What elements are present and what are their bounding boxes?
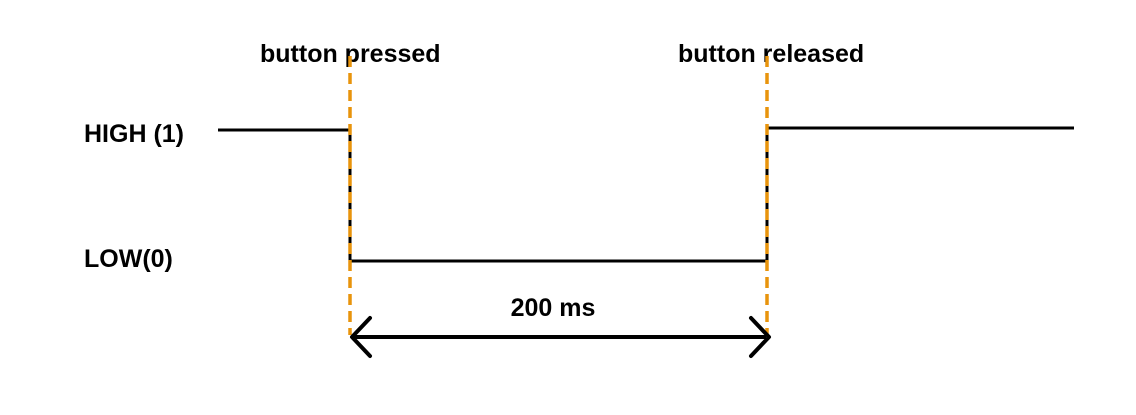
button-released-label: button released (678, 40, 864, 68)
signal-waveform (218, 126, 1074, 263)
low-level-label: LOW(0) (84, 245, 173, 273)
duration-arrow (350, 316, 771, 358)
high-level-label: HIGH (1) (84, 120, 184, 148)
duration-label: 200 ms (511, 294, 596, 322)
